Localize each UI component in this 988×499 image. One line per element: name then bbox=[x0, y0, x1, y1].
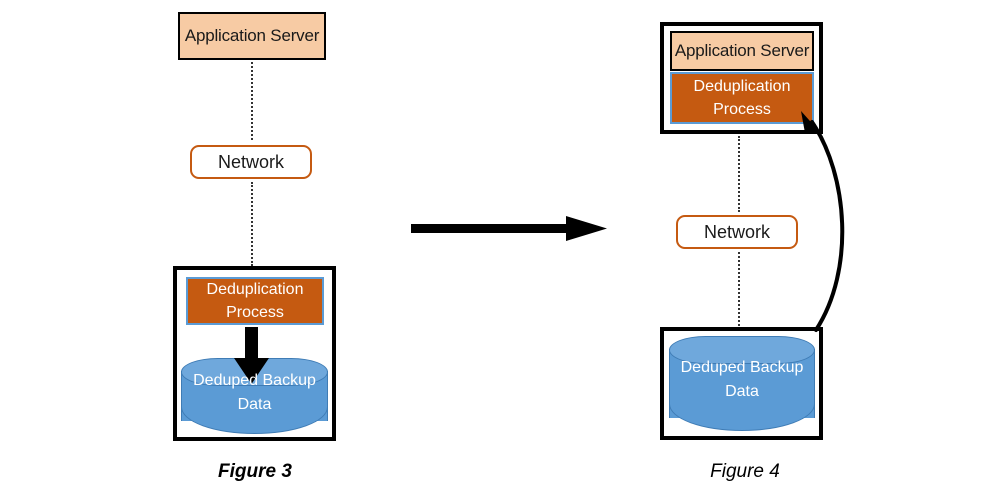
fig3-network-box: Network bbox=[190, 145, 312, 179]
fig4-deduped-backup-cylinder: Deduped Backup Data bbox=[669, 336, 815, 431]
fig3-dashed-link-bottom bbox=[251, 182, 253, 266]
fig3-caption: Figure 3 bbox=[218, 461, 292, 482]
fig4-dedup-line1: Deduplication bbox=[693, 77, 791, 95]
fig3-dedup-line1: Deduplication bbox=[206, 280, 304, 298]
fig4-storage-line1: Deduped Backup bbox=[680, 358, 804, 376]
fig4-caption: Figure 4 bbox=[710, 461, 780, 482]
fig3-storage-line1: Deduped Backup bbox=[193, 371, 316, 389]
fig3-cylinder-label: Deduped Backup Data bbox=[181, 369, 328, 417]
fig4-dashed-link-bottom bbox=[738, 252, 740, 326]
fig4-dashed-link-top bbox=[738, 136, 740, 212]
fig3-application-server-box: Application Server bbox=[178, 12, 326, 60]
fig4-application-server-label: Application Server bbox=[674, 41, 810, 60]
fig4-cylinder-bottom bbox=[669, 404, 815, 431]
fig3-application-server-label: Application Server bbox=[184, 26, 320, 45]
fig4-cylinder-label: Deduped Backup Data bbox=[669, 356, 815, 404]
fig3-deduped-backup-cylinder: Deduped Backup Data bbox=[181, 358, 328, 434]
fig4-dedup-line2: Process bbox=[713, 101, 771, 118]
figure-transition-arrow bbox=[411, 216, 607, 241]
fig3-dedup-line2: Process bbox=[226, 304, 284, 321]
fig4-storage-to-dedup-curved-arrow bbox=[801, 111, 845, 332]
fig4-network-box: Network bbox=[676, 215, 798, 249]
fig3-dashed-link-top bbox=[251, 62, 253, 140]
fig4-cylinder-top bbox=[669, 336, 815, 364]
fig3-deduplication-process-box: Deduplication Process bbox=[186, 277, 324, 325]
fig3-storage-line2: Data bbox=[237, 395, 272, 413]
fig4-storage-line2: Data bbox=[725, 382, 759, 400]
fig4-application-server-box: Application Server bbox=[670, 31, 814, 71]
fig4-deduplication-process-box: Deduplication Process bbox=[670, 72, 814, 124]
fig3-network-label: Network bbox=[217, 151, 284, 172]
fig4-network-label: Network bbox=[703, 221, 770, 242]
